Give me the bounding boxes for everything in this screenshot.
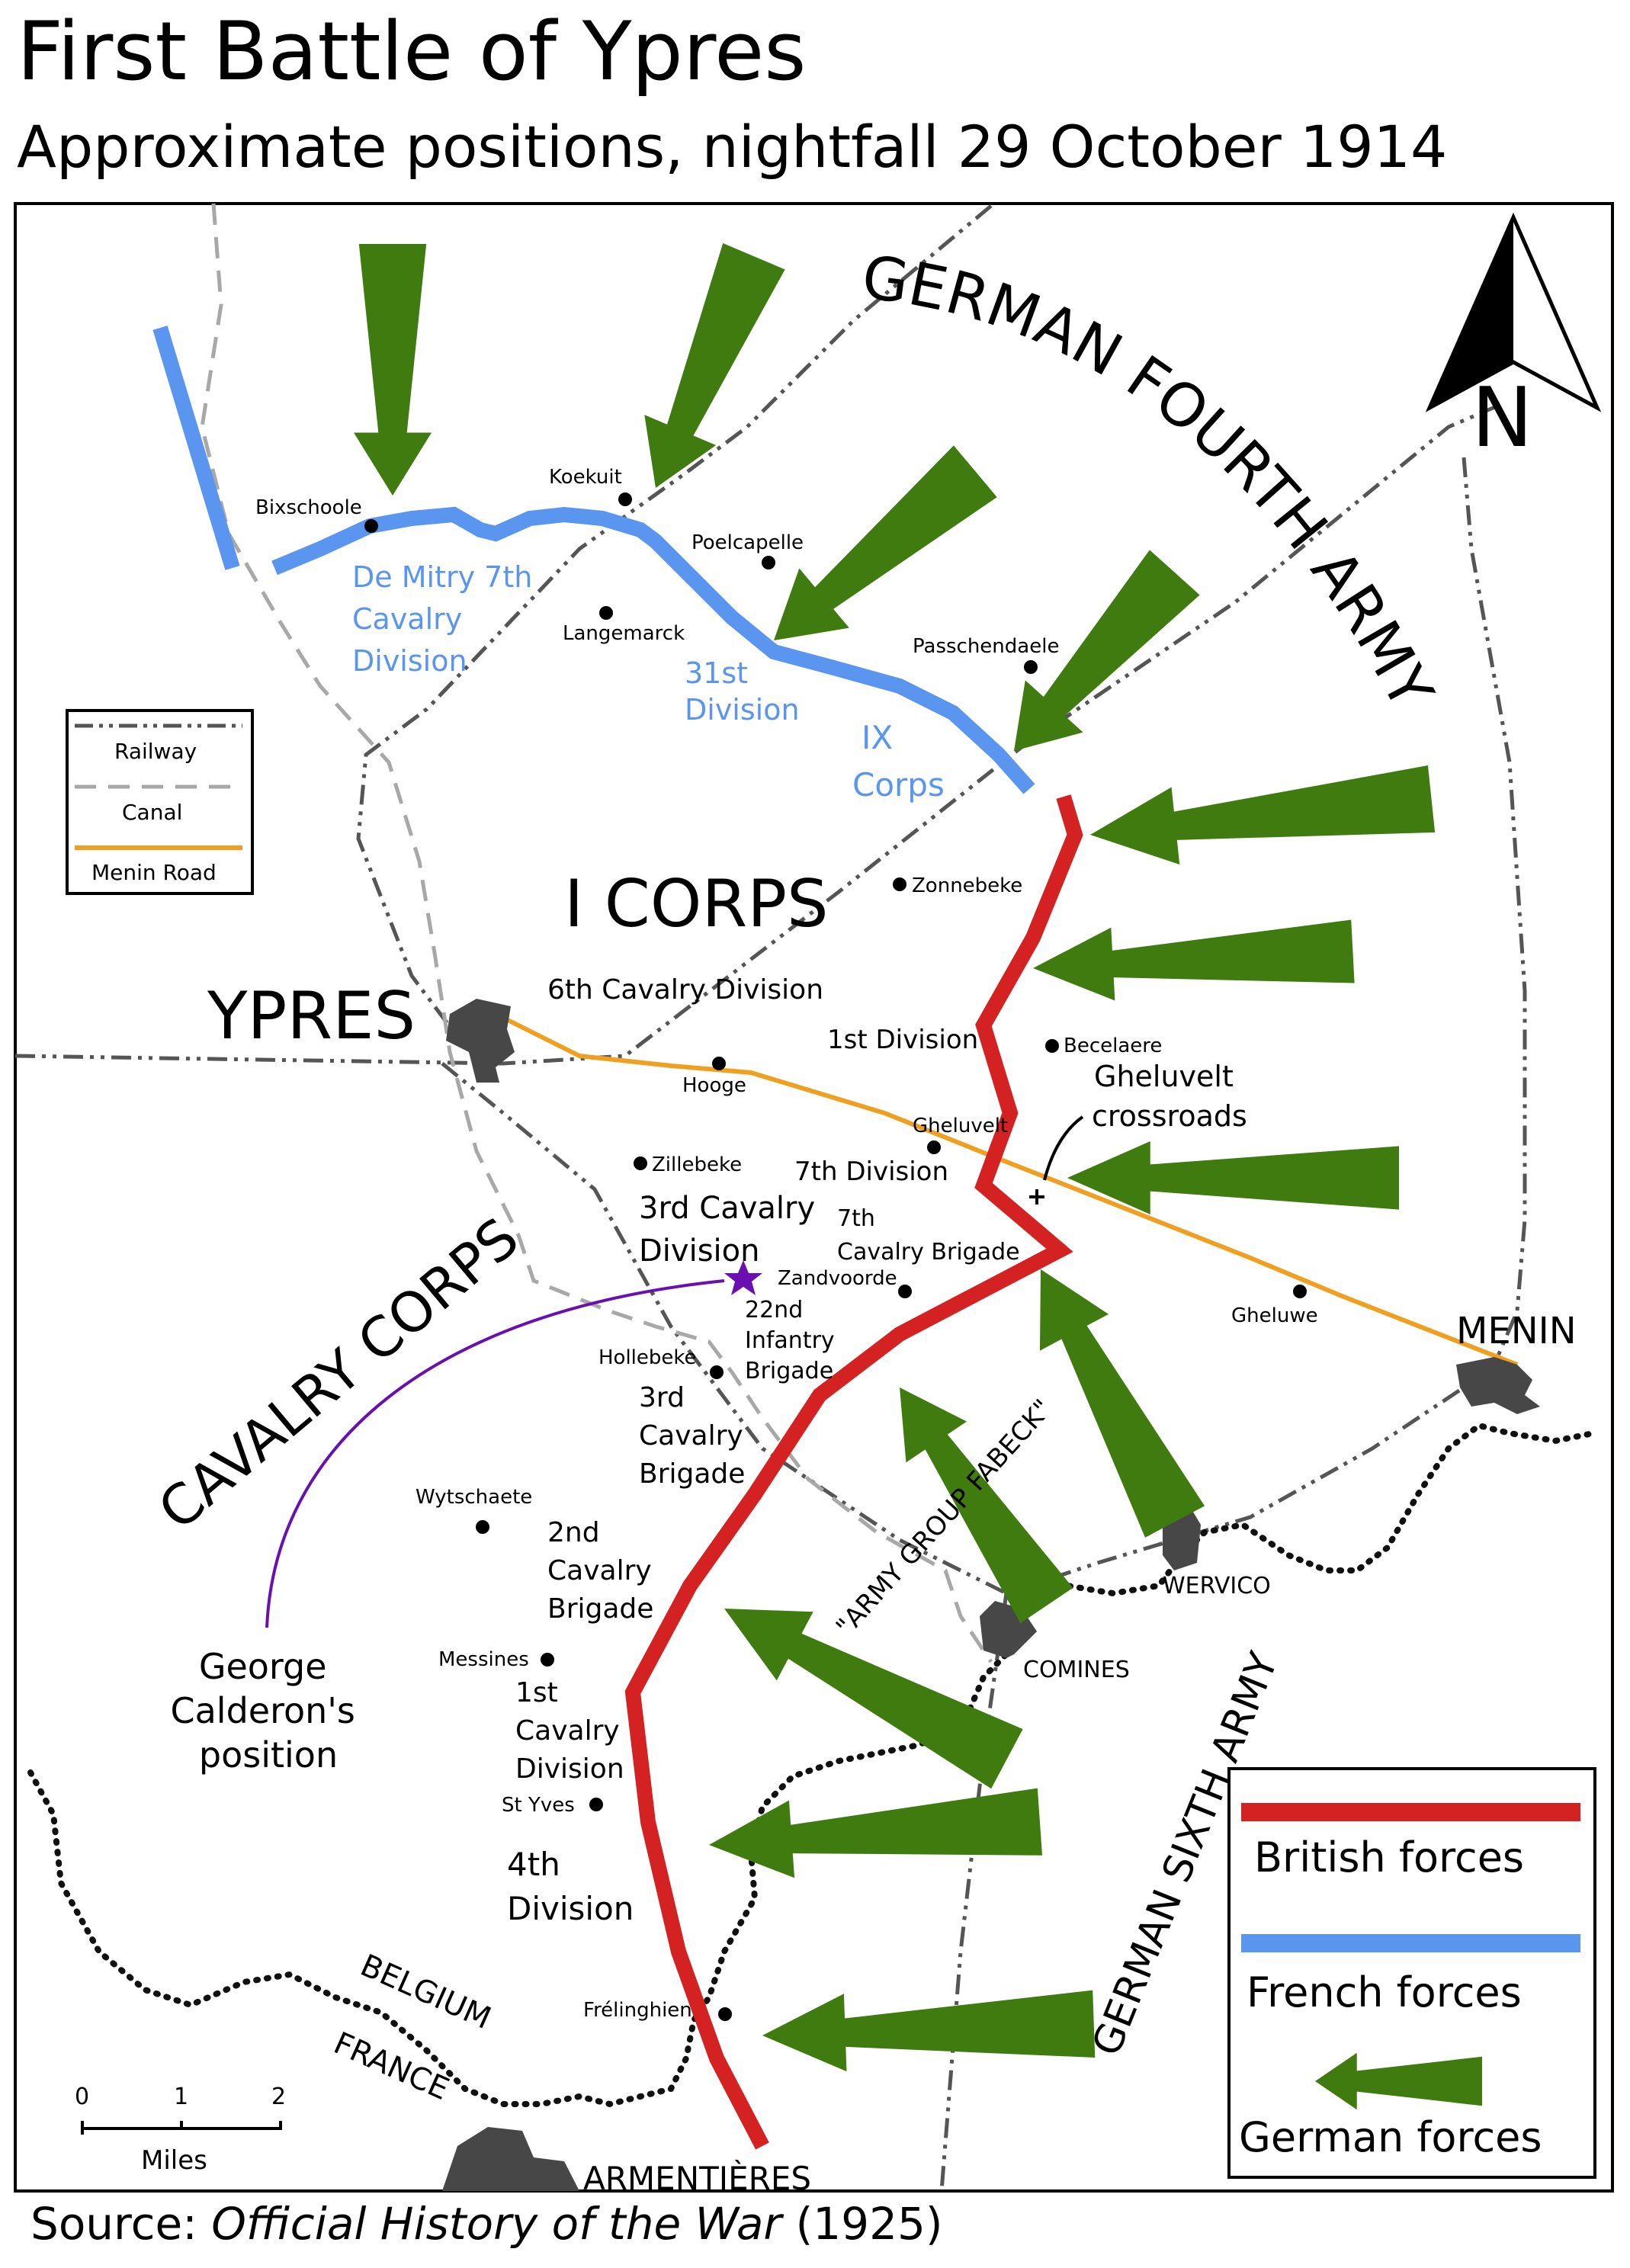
label-st-yves: St Yves (502, 1794, 575, 1817)
label-wervico: WERVICO (1163, 1573, 1271, 1599)
german-arrow (620, 241, 790, 503)
legend-menin-road: Menin Road (91, 860, 217, 885)
label-comines: COMINES (1023, 1657, 1130, 1683)
german-arrow (985, 546, 1204, 778)
menin-road (486, 1008, 1519, 1367)
label-france: FRANCE (329, 2026, 454, 2107)
label-armentieres: ARMENTIÈRES (583, 2159, 811, 2197)
label-31st-division: 31st Division (685, 656, 800, 727)
label-passchendaele: Passchendaele (913, 635, 1059, 658)
scale-unit: Miles (141, 2145, 207, 2176)
label-zillebeke: Zillebeke (652, 1153, 742, 1176)
french-line (152, 326, 1035, 794)
label-becelaere: Becelaere (1064, 1035, 1162, 1057)
compass: N (1425, 212, 1602, 466)
label-langemarck: Langemarck (563, 622, 685, 645)
label-2nd-cavalry-brigade: 2nd Cavalry Brigade (547, 1517, 660, 1625)
calderon-star (724, 1260, 762, 1295)
label-bixschoole: Bixschoole (255, 496, 362, 519)
german-arrow (706, 1782, 1043, 1884)
line-legend: Railway Canal Menin Road (66, 709, 254, 895)
label-belgium: BELGIUM (355, 1948, 496, 2036)
label-i-corps: I CORPS (564, 866, 829, 942)
legend-british: British forces (1254, 1833, 1524, 1881)
map-frame (14, 202, 1614, 2193)
place-labels: Bixschoole Koekuit Poelcapelle Langemarc… (255, 466, 1318, 2022)
british-line (624, 794, 1083, 2150)
label-menin: MENIN (1456, 1310, 1577, 1352)
label-ix-corps: IX Corps (852, 719, 945, 804)
label-22nd-infantry-brigade: 22nd Infantry Brigade (745, 1297, 842, 1384)
label-3rd-cavalry-brigade: 3rd Cavalry Brigade (639, 1382, 752, 1490)
source-prefix: Source: (30, 2198, 212, 2250)
label-gheluvelt: Gheluvelt (913, 1115, 1008, 1137)
source-work: Official History of the War (211, 2198, 782, 2250)
label-gheluwe: Gheluwe (1231, 1304, 1318, 1327)
label-1st-division: 1st Division (827, 1025, 978, 1055)
menin-town (1456, 1357, 1540, 1414)
scale-bar: 0 1 2 Miles (75, 2084, 286, 2176)
label-7th-division: 7th Division (794, 1156, 948, 1187)
legend-german: German forces (1239, 2113, 1542, 2161)
label-7th-cavalry-brigade: 7th Cavalry Brigade (837, 1205, 1020, 1266)
label-wytschaete: Wytschaete (416, 1486, 532, 1509)
gheluvelt-crossroads-marker (1029, 1115, 1084, 1205)
label-gheluvelt-crossroads: Gheluvelt crossroads (1092, 1060, 1247, 1133)
map-title: First Battle of Ypres (17, 5, 807, 98)
canal (200, 203, 993, 1663)
label-6th-cavalry-division: 6th Cavalry Division (547, 974, 823, 1006)
label-1st-cavalry-division: 1st Cavalry Division (515, 1677, 628, 1785)
source-year: (1925) (781, 2198, 943, 2250)
calderon-pointer (265, 1279, 725, 1628)
legend-french-swatch (1241, 1934, 1580, 1952)
border-labels: BELGIUM FRANCE (329, 1948, 496, 2107)
german-arrow (1086, 760, 1436, 874)
place-dots (364, 492, 1307, 2021)
legend-canal: Canal (122, 800, 182, 825)
legend-french: French forces (1247, 1968, 1522, 2016)
label-messines: Messines (438, 1648, 529, 1671)
label-4th-division: 4th Division (507, 1846, 634, 1927)
german-arrow (354, 244, 432, 496)
label-frelinghien: Frélinghien (583, 1999, 692, 2022)
label-poelcapelle: Poelcapelle (691, 531, 804, 554)
label-hooge: Hooge (682, 1074, 746, 1097)
french-unit-labels: De Mitry 7th Cavalry Division 31st Divis… (352, 560, 945, 804)
label-ypres: YPRES (207, 978, 416, 1054)
scale-tick-2: 2 (271, 2084, 286, 2110)
town-labels: YPRES MENIN WERVICO COMINES ARMENTIÈRES (207, 978, 1577, 2197)
label-zandvoorde: Zandvoorde (778, 1267, 897, 1290)
source-credit: Source: Official History of the War (192… (30, 2197, 943, 2250)
german-arrow (1031, 915, 1355, 1005)
label-zonnebeke: Zonnebeke (912, 874, 1022, 897)
scale-tick-1: 1 (174, 2084, 188, 2110)
armentieres-town (442, 2127, 579, 2191)
scale-tick-0: 0 (75, 2084, 89, 2110)
map-subtitle: Approximate positions, nightfall 29 Octo… (17, 113, 1448, 181)
label-george-calderon: George Calderon's position (170, 1646, 366, 1776)
towns (442, 999, 1540, 2191)
border-lines (27, 1422, 1596, 2108)
label-3rd-cavalry-division: 3rd Cavalry Division (639, 1191, 825, 1269)
legend-railway: Railway (114, 739, 197, 764)
german-arrow (761, 1984, 1096, 2074)
forces-legend: British forces French forces German forc… (1227, 1767, 1596, 2179)
compass-north-label: N (1471, 371, 1533, 466)
ypres-town (446, 999, 515, 1083)
label-koekuit: Koekuit (549, 466, 622, 489)
legend-british-swatch (1241, 1803, 1580, 1821)
label-hollebeke: Hollebeke (598, 1346, 697, 1369)
label-de-mitry: De Mitry 7th Cavalry Division (352, 560, 541, 678)
